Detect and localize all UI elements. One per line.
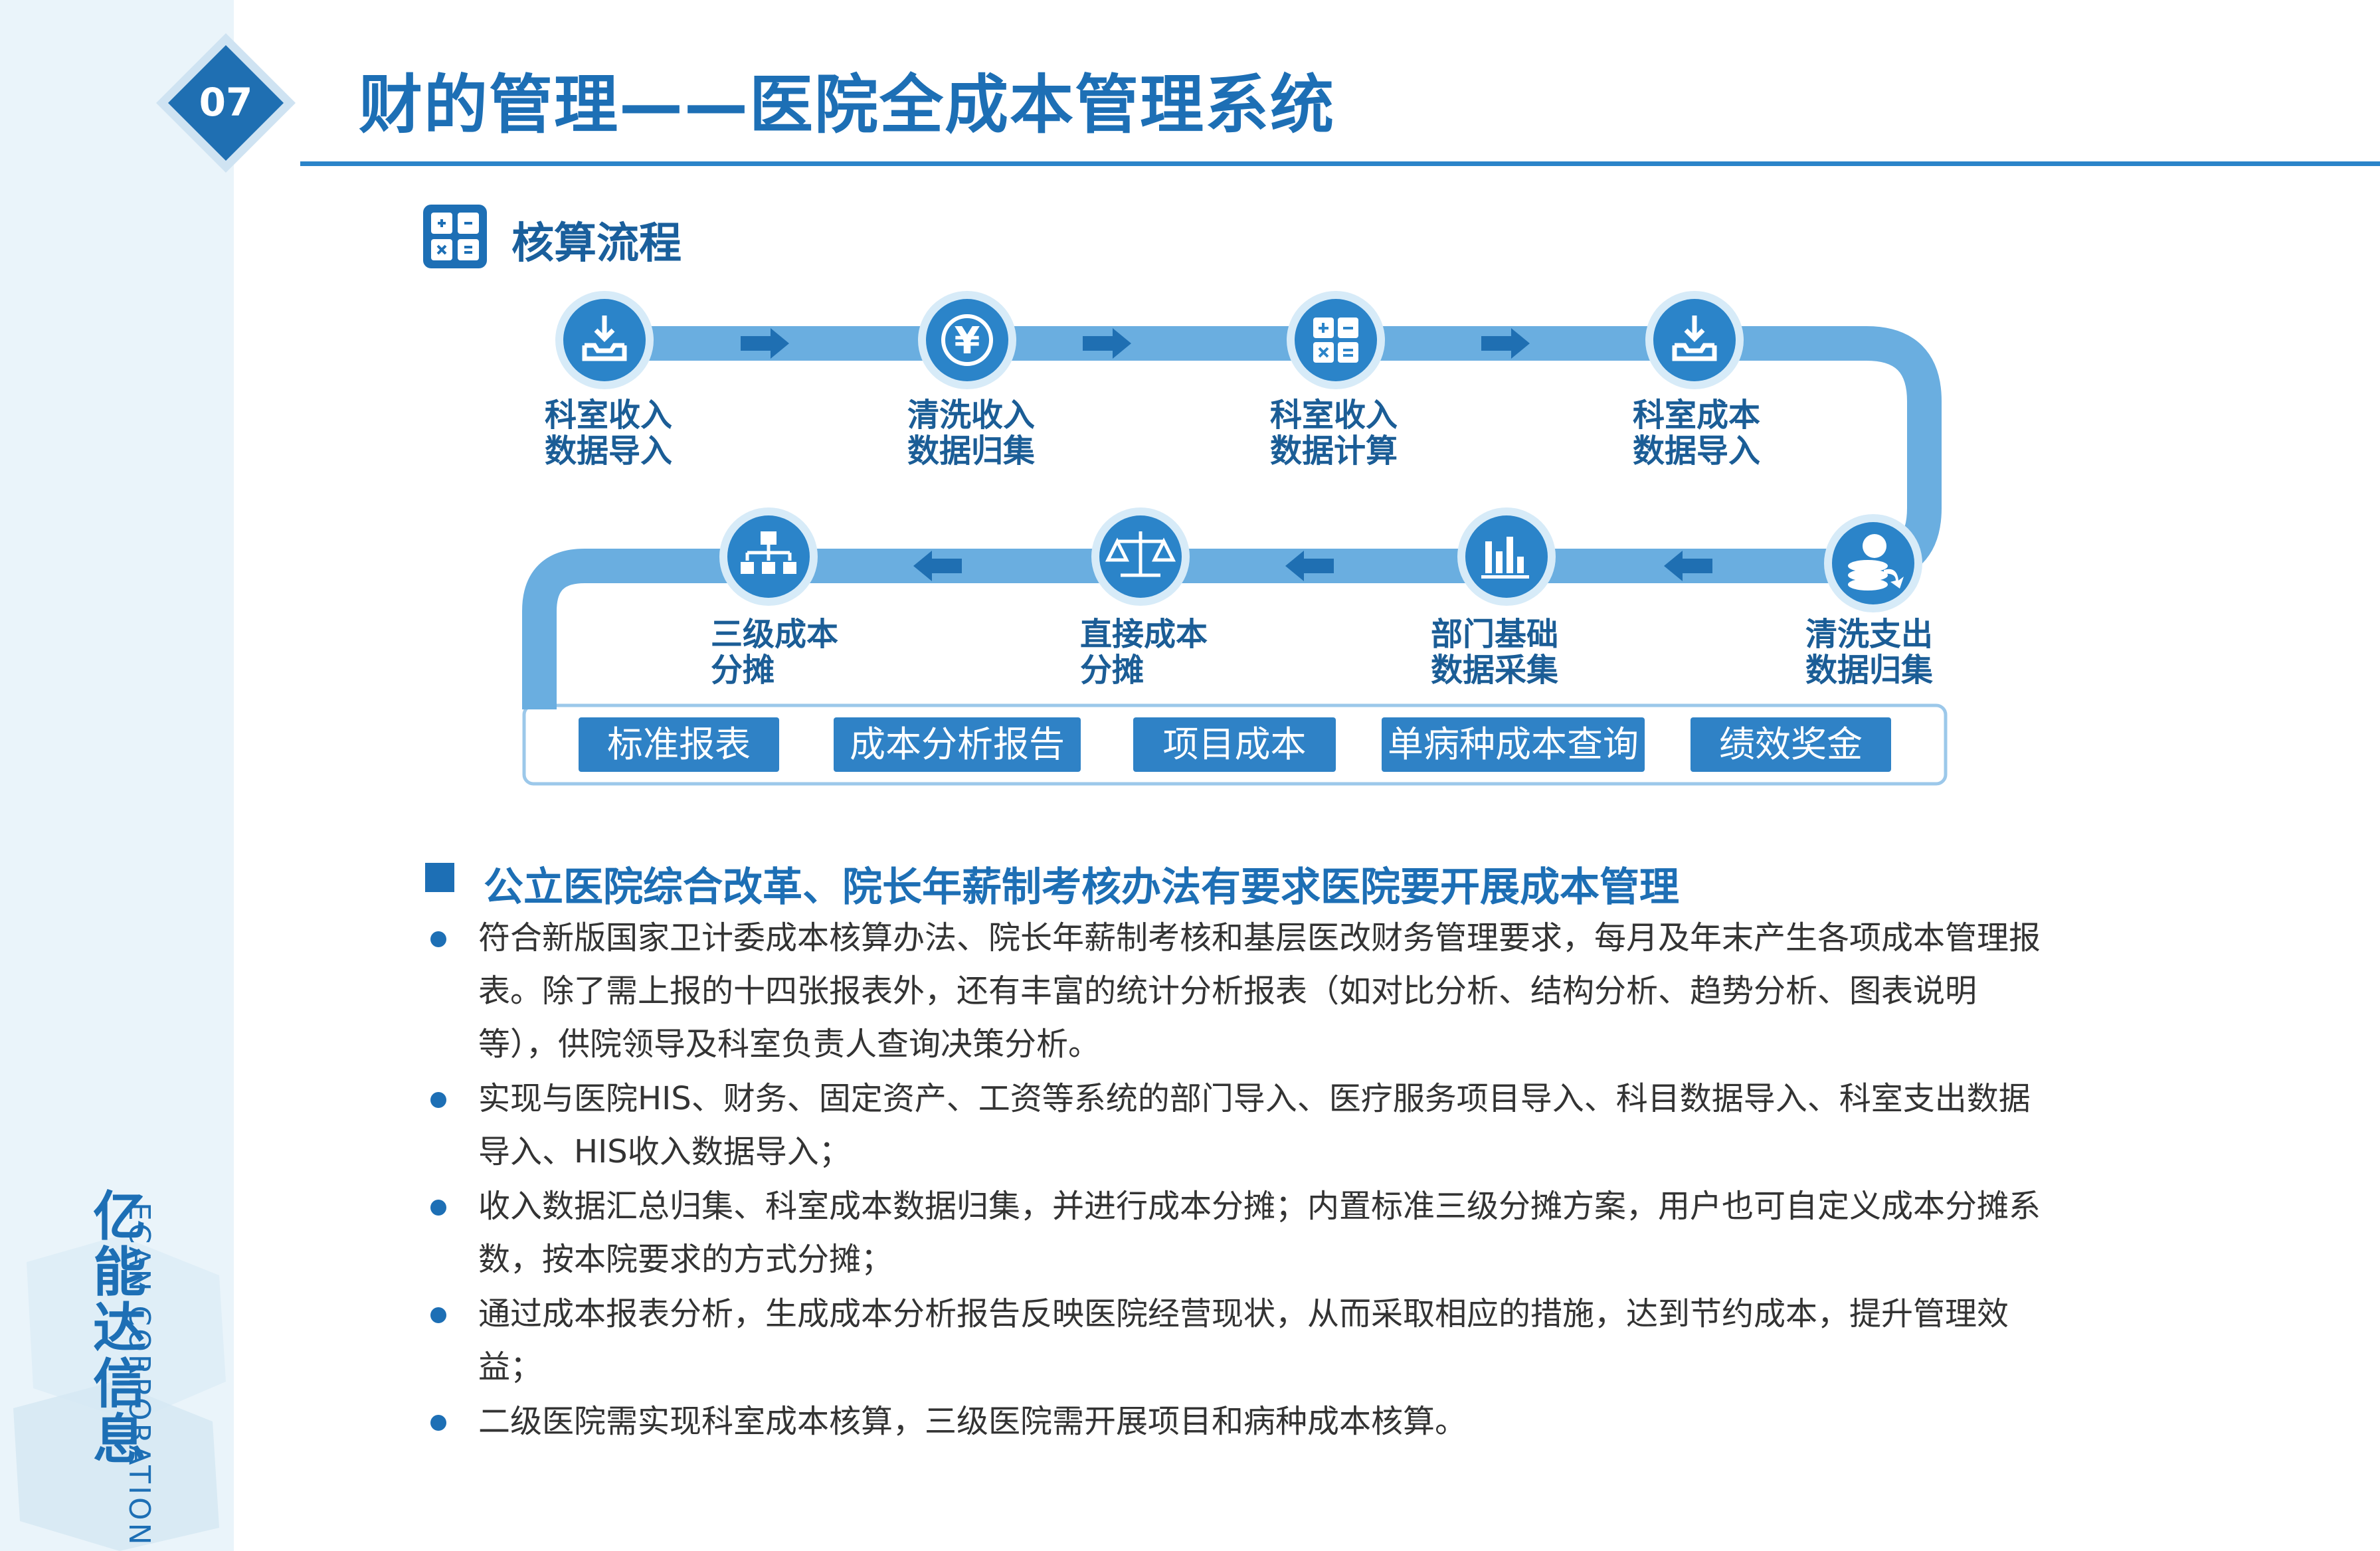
- brand-name-cn: 亿能达信息: [93, 1186, 146, 1471]
- step-label-6: 直接成本 分摊: [1080, 616, 1208, 689]
- node-dept-income-calc: [1287, 291, 1385, 389]
- balance-scale-icon: [1105, 531, 1176, 577]
- bullet-item: 实现与医院HIS、财务、固定资产、工资等系统的部门导入、医疗服务项目导入、科目数…: [425, 1072, 2046, 1178]
- output-tag-performance-bonus: 绩效奖金: [1691, 717, 1891, 772]
- output-tag-project-cost: 项目成本: [1133, 717, 1336, 772]
- step-label-2: 清洗收入 数据归集: [907, 397, 1036, 470]
- svg-text:¥: ¥: [955, 319, 980, 363]
- brand-name-en-wrap: ECAN CORPORATION: [116, 1202, 176, 1548]
- hexagon-decoration: [13, 1235, 226, 1551]
- arrow-right-3: [1481, 328, 1530, 359]
- node-three-level-allocation: [719, 507, 818, 606]
- bullet-item: 二级医院需实现科室成本核算，三级医院需开展项目和病种成本核算。: [425, 1395, 2046, 1448]
- arrow-left-2: [1285, 551, 1334, 581]
- inbox-download-icon-2: [1672, 316, 1717, 361]
- node-dept-basic-data: [1457, 507, 1556, 606]
- badge-number: 07: [199, 80, 253, 125]
- step-label-7: 部门基础 数据采集: [1431, 616, 1559, 689]
- bullet-text: 二级医院需实现科室成本核算，三级医院需开展项目和病种成本核算。: [478, 1403, 1467, 1440]
- output-tag-single-disease-cost: 单病种成本查询: [1382, 717, 1645, 772]
- coins-transfer-icon: [1848, 534, 1904, 591]
- bullet-item: 收入数据汇总归集、科室成本数据归集，并进行成本分摊；内置标准三级分摊方案，用户也…: [425, 1180, 2046, 1286]
- bullet-item: 符合新版国家卫计委成本核算办法、院长年薪制考核和基层医改财务管理要求，每月及年末…: [425, 911, 2046, 1071]
- bullet-text: 实现与医院HIS、财务、固定资产、工资等系统的部门导入、医疗服务项目导入、科目数…: [478, 1080, 2031, 1170]
- node-dept-cost-import: [1645, 291, 1744, 389]
- node-clean-income-collect: ¥: [918, 291, 1016, 389]
- subsection-title: 核算流程: [511, 219, 682, 268]
- step-label-4: 科室成本 数据导入: [1633, 397, 1761, 470]
- bullet-text: 收入数据汇总归集、科室成本数据归集，并进行成本分摊；内置标准三级分摊方案，用户也…: [478, 1188, 2041, 1278]
- step-label-5: 三级成本 分摊: [711, 616, 839, 689]
- bullet-list: 符合新版国家卫计委成本核算办法、院长年薪制考核和基层医改财务管理要求，每月及年末…: [425, 911, 2046, 1449]
- bullet-dot: [430, 1092, 446, 1108]
- calculator-icon: [423, 205, 487, 268]
- bullet-text: 符合新版国家卫计委成本核算办法、院长年薪制考核和基层医改财务管理要求，每月及年末…: [478, 919, 2041, 1063]
- arrow-left-1: [1664, 551, 1712, 581]
- output-tag-cost-analysis-report: 成本分析报告: [834, 717, 1081, 772]
- step-label-3: 科室收入 数据计算: [1270, 397, 1398, 470]
- section-title: 公立医院综合改革、院长年薪制考核办法有要求医院要开展成本管理: [484, 864, 1679, 911]
- yen-coin-icon: ¥: [941, 314, 993, 366]
- node-dept-income-import: [555, 291, 654, 389]
- node-clean-expense-collect: [1824, 514, 1922, 612]
- arrow-left-3: [913, 551, 962, 581]
- page-title: 财的管理——医院全成本管理系统: [359, 68, 1335, 142]
- bullet-dot: [430, 1415, 446, 1431]
- org-chart-icon: [741, 531, 796, 574]
- arrow-right-2: [1083, 328, 1131, 359]
- bullet-text: 通过成本报表分析，生成成本分析报告反映医院经营现状，从而采取相应的措施，达到节约…: [478, 1295, 2009, 1386]
- node-direct-cost-allocation: [1091, 507, 1190, 606]
- output-tag-standard-report: 标准报表: [579, 717, 779, 772]
- section-marker: [425, 863, 454, 892]
- title-divider: [300, 161, 2380, 166]
- bullet-dot: [430, 1200, 446, 1216]
- bar-chart-icon: [1481, 537, 1529, 579]
- brand-name-en: ECAN CORPORATION: [122, 1202, 156, 1548]
- step-label-8: 清洗支出 数据归集: [1805, 616, 1934, 689]
- section-number-badge: 07: [156, 33, 296, 173]
- inbox-download-icon: [582, 316, 627, 361]
- step-label-1: 科室收入 数据导入: [545, 397, 673, 470]
- bullet-item: 通过成本报表分析，生成成本分析报告反映医院经营现状，从而采取相应的措施，达到节约…: [425, 1287, 2046, 1394]
- bullet-dot: [430, 1307, 446, 1323]
- left-sidebar: 亿能达信息 ECAN CORPORATION: [0, 0, 234, 1551]
- bullet-dot: [430, 931, 446, 947]
- arrow-right-1: [741, 328, 789, 359]
